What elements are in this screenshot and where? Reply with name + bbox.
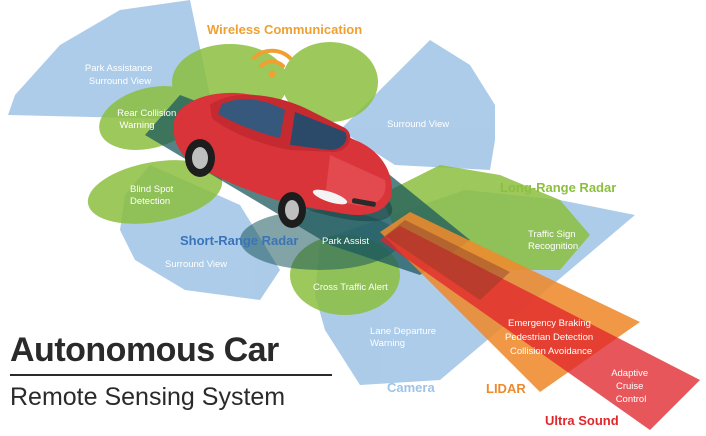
title-block: Autonomous Car Remote Sensing System <box>10 330 340 412</box>
radar-top-right-lobe <box>282 42 378 122</box>
car-wheel-front <box>278 192 306 228</box>
wifi-icon <box>252 48 292 78</box>
car-headlight <box>312 189 348 205</box>
feature-label-emergency: Emergency Braking Pedestrian Detection C… <box>505 318 596 357</box>
park-assist-zone <box>240 210 400 270</box>
car-wheel-rear <box>185 139 215 177</box>
feature-label-rear-collision: Rear Collision Warning <box>117 108 179 131</box>
feature-label-adaptive-cruise: Adaptive Cruise Control <box>611 368 651 405</box>
feature-label-park-assist: Park Assist <box>322 236 369 247</box>
car-grille <box>351 198 376 207</box>
car <box>173 92 393 228</box>
feature-label-cross-traffic: Cross Traffic Alert <box>313 282 388 293</box>
feature-label-blind-spot: Blind Spot Detection <box>130 184 176 207</box>
feature-label-lane-departure: Lane Departure Warning <box>370 326 439 349</box>
zone-label-camera: Camera <box>387 380 435 395</box>
car-side-window <box>218 99 285 138</box>
feature-label-surround-view-top: Surround View <box>387 119 449 130</box>
feature-label-traffic-sign: Traffic Sign Recognition <box>528 229 578 252</box>
page-subtitle: Remote Sensing System <box>10 383 286 411</box>
feature-label-park-assistance: Park Assistance Surround View <box>85 63 155 87</box>
zone-label-lidar: LIDAR <box>486 381 526 396</box>
zone-label-ultra-sound: Ultra Sound <box>545 413 619 428</box>
title-divider <box>10 374 332 376</box>
car-windshield <box>290 112 347 150</box>
car-hood-highlight <box>325 155 386 206</box>
ultrasound-beam <box>380 226 700 430</box>
radar-blindspot-lobe <box>87 160 223 224</box>
page-title: Autonomous Car <box>10 331 279 369</box>
zone-label-wireless: Wireless Communication <box>207 22 362 37</box>
zone-label-short-range-radar: Short-Range Radar <box>180 233 298 248</box>
camera-right-lobe <box>340 40 495 170</box>
feature-label-surround-view-left: Surround View <box>165 259 227 270</box>
zone-label-long-range-radar: Long-Range Radar <box>500 180 616 195</box>
beam-overlap <box>385 220 510 300</box>
